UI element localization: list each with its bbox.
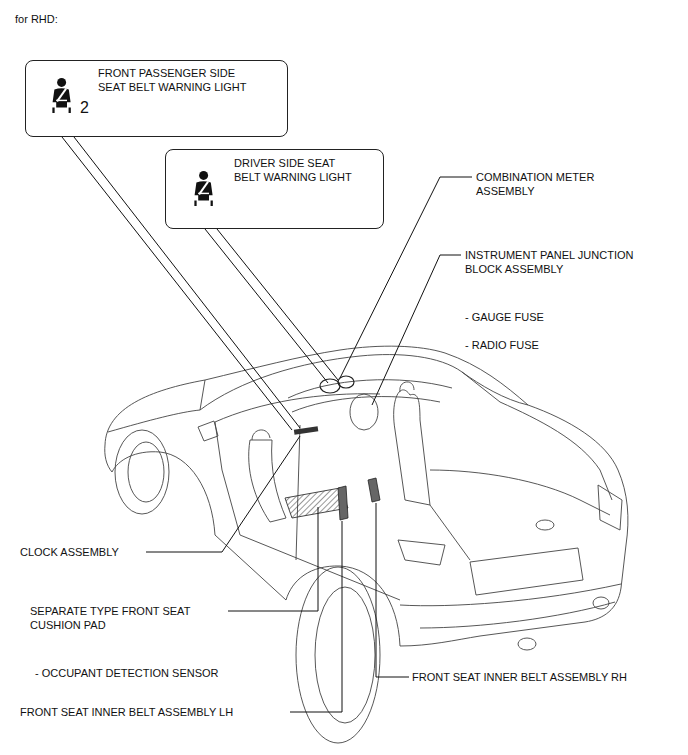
emblem: [536, 520, 554, 530]
part-label: - RADIO FUSE: [465, 338, 539, 352]
leader-line: [205, 229, 328, 383]
mirror: [198, 421, 218, 441]
front-wheel-rim: [128, 442, 164, 502]
part-label: - OCCUPANT DETECTION SENSOR: [35, 666, 219, 680]
windshield: [200, 372, 528, 410]
part-label: COMBINATION METER ASSEMBLY: [476, 170, 601, 198]
icon-number: 2: [80, 99, 89, 117]
trunk-line: [430, 402, 612, 515]
rear-wheel: [296, 567, 380, 743]
leader-line: [217, 229, 338, 380]
rear-wheel-rim: [315, 587, 375, 723]
driver-seat: [394, 382, 430, 505]
leader-line: [290, 521, 342, 712]
part-label: SEPARATE TYPE FRONT SEAT CUSHION PAD: [30, 604, 205, 632]
leader-line: [146, 436, 300, 552]
callout-box: 2 FRONT PASSENGER SIDE SEAT BELT WARNING …: [25, 60, 288, 137]
leader-line: [372, 255, 461, 405]
door-line: [222, 425, 300, 560]
clock-assembly: [294, 426, 318, 434]
part-label: FRONT SEAT INNER BELT ASSEMBLY RH: [412, 670, 627, 684]
tail-light: [398, 485, 622, 565]
exhaust: [518, 638, 536, 650]
hood-line: [108, 410, 200, 432]
box-text: FRONT PASSENGER SIDE SEAT BELT WARNING L…: [98, 66, 260, 94]
buckle-lh: [338, 486, 348, 520]
seat-belt-icon: [53, 78, 71, 113]
front-wheel: [115, 430, 169, 514]
car-body: [105, 346, 628, 646]
callout-box: DRIVER SIDE SEAT BELT WARNING LIGHT: [165, 149, 384, 229]
leader-line: [340, 177, 472, 378]
part-label: INSTRUMENT PANEL JUNCTION BLOCK ASSEMBLY: [465, 248, 645, 276]
meter-gauge: [320, 379, 340, 393]
floor-line: [240, 505, 470, 600]
leader-line: [376, 503, 409, 677]
part-label: for RHD:: [15, 12, 58, 26]
part-label: - GAUGE FUSE: [465, 310, 544, 324]
part-label: CLOCK ASSEMBLY: [20, 545, 119, 559]
box-text: DRIVER SIDE SEAT BELT WARNING LIGHT: [234, 156, 359, 184]
steering-wheel: [350, 394, 378, 430]
buckle-rh: [368, 478, 380, 502]
side-window: [215, 394, 380, 470]
part-label: FRONT SEAT INNER BELT ASSEMBLY LH: [20, 705, 233, 719]
roof-line: [200, 355, 500, 410]
leader-line: [228, 507, 318, 611]
rear-bumper: [400, 584, 621, 628]
exhaust: [593, 597, 609, 609]
seat-belt-icon: [195, 171, 213, 206]
license-recess: [470, 548, 583, 595]
passenger-seat: [249, 430, 286, 522]
